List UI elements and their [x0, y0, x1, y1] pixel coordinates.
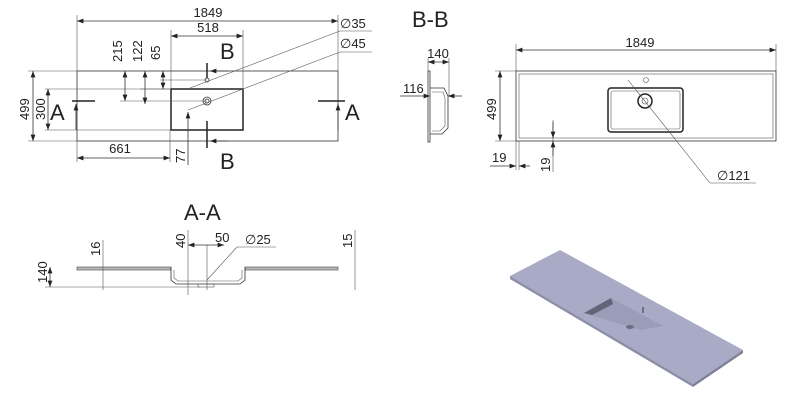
dim-215: 215: [110, 40, 125, 62]
plan-countertop-outline: [515, 70, 777, 142]
dim-77: 77: [173, 149, 188, 163]
aa-dim-15: 15: [340, 234, 355, 248]
dim-661: 661: [109, 141, 131, 156]
plan-dim-19-y: 19: [538, 158, 553, 172]
dim-518: 518: [197, 20, 219, 35]
dim-140: 140: [427, 46, 449, 61]
section-b-top-label: B: [220, 39, 235, 64]
section-bb: B-B 140 116: [400, 7, 462, 143]
top-view: 1849 518 215 122 65 499 300 661 77 ∅35 ∅…: [17, 5, 372, 174]
section-bb-profile: [427, 70, 449, 143]
plan-dim-19-x: 19: [492, 150, 506, 165]
section-aa-right-slab: [244, 266, 339, 271]
aa-dim-40: 40: [173, 234, 188, 248]
dim-drain-diameter: ∅45: [340, 36, 366, 51]
plan-tap-hole-icon: [643, 77, 649, 83]
section-aa-left-slab: [76, 266, 172, 271]
section-aa-basin: [170, 267, 246, 285]
section-aa: A-A 140 16 40 50 ∅25 15: [35, 200, 356, 295]
dim-1849: 1849: [194, 5, 223, 20]
aa-dim-50: 50: [215, 230, 229, 245]
plan-dim-1849: 1849: [626, 35, 655, 50]
dim-tap-diameter: ∅35: [340, 16, 366, 31]
dim-499: 499: [17, 98, 32, 120]
plan-basin-outline: [607, 87, 684, 133]
aa-dim-140: 140: [35, 261, 50, 283]
plan-view: 1849 499 19 19 ∅121: [484, 35, 777, 184]
plan-drain-icon: [637, 93, 653, 109]
dim-65: 65: [148, 46, 163, 60]
section-a-right-label: A: [345, 100, 360, 125]
section-aa-title: A-A: [184, 200, 221, 225]
aa-dim-25: ∅25: [245, 232, 271, 247]
dim-122: 122: [130, 40, 145, 62]
plan-dim-499: 499: [484, 98, 499, 120]
aa-dim-16: 16: [88, 242, 103, 256]
section-a-left-label: A: [50, 100, 65, 125]
dim-116: 116: [403, 81, 424, 96]
iso-render: [510, 250, 743, 387]
plan-dim-121: ∅121: [717, 168, 750, 183]
section-b-bottom-label: B: [220, 149, 235, 174]
dim-300: 300: [33, 98, 48, 120]
section-bb-title: B-B: [412, 7, 449, 32]
